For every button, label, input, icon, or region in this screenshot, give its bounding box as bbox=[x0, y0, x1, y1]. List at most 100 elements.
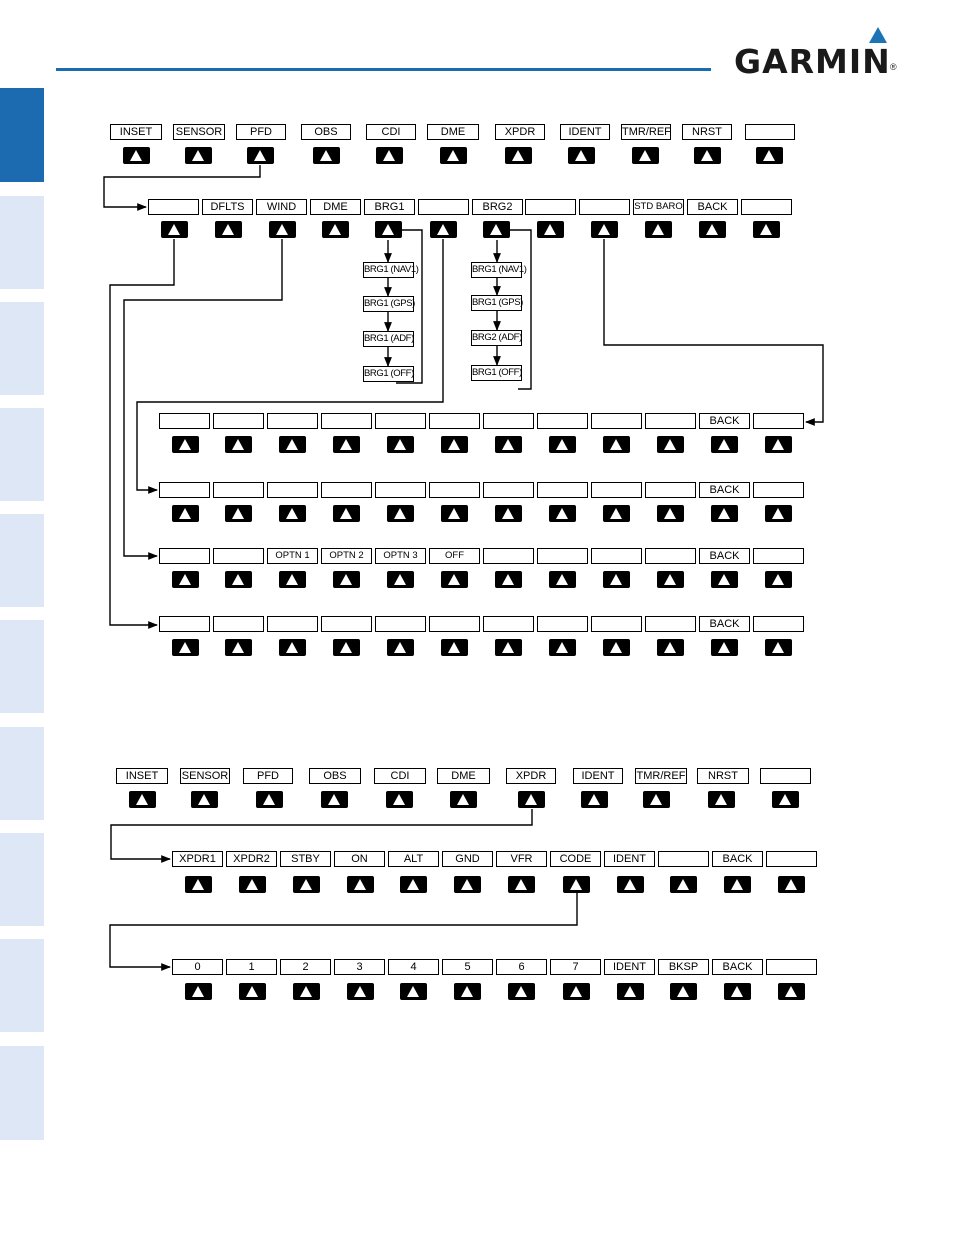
softkey-std-baro[interactable]: STD BARO bbox=[633, 199, 684, 215]
softkey-dflts[interactable]: DFLTS bbox=[202, 199, 253, 215]
softkey-cdi[interactable]: CDI bbox=[374, 768, 426, 784]
softkey-button-icon[interactable] bbox=[495, 505, 522, 522]
softkey-button-icon[interactable] bbox=[333, 571, 360, 588]
softkey-button-icon[interactable] bbox=[756, 147, 783, 164]
softkey-blank[interactable] bbox=[645, 548, 696, 564]
softkey-button-icon[interactable] bbox=[225, 436, 252, 453]
softkey-blank[interactable] bbox=[429, 482, 480, 498]
softkey-button-icon[interactable] bbox=[591, 221, 618, 238]
softkey-blank[interactable] bbox=[745, 124, 795, 140]
softkey-button-icon[interactable] bbox=[657, 436, 684, 453]
softkey-blank[interactable] bbox=[753, 616, 804, 632]
softkey-code[interactable]: CODE bbox=[550, 851, 601, 867]
softkey-optn-2[interactable]: OPTN 2 bbox=[321, 548, 372, 564]
softkey-blank[interactable] bbox=[375, 616, 426, 632]
softkey-optn-1[interactable]: OPTN 1 bbox=[267, 548, 318, 564]
softkey-button-icon[interactable] bbox=[347, 983, 374, 1000]
softkey-button-icon[interactable] bbox=[440, 147, 467, 164]
softkey-button-icon[interactable] bbox=[518, 791, 545, 808]
softkey-cdi[interactable]: CDI bbox=[366, 124, 416, 140]
softkey-brg1[interactable]: BRG1 bbox=[364, 199, 415, 215]
softkey-digit-4[interactable]: 4 bbox=[388, 959, 439, 975]
softkey-nrst[interactable]: NRST bbox=[697, 768, 749, 784]
softkey-button-icon[interactable] bbox=[632, 147, 659, 164]
softkey-digit-7[interactable]: 7 bbox=[550, 959, 601, 975]
softkey-blank[interactable] bbox=[483, 548, 534, 564]
softkey-button-icon[interactable] bbox=[549, 571, 576, 588]
softkey-digit-1[interactable]: 1 bbox=[226, 959, 277, 975]
softkey-xpdr[interactable]: XPDR bbox=[506, 768, 556, 784]
softkey-button-icon[interactable] bbox=[549, 505, 576, 522]
softkey-button-icon[interactable] bbox=[387, 436, 414, 453]
softkey-button-icon[interactable] bbox=[333, 436, 360, 453]
section-tab-8[interactable] bbox=[0, 833, 44, 926]
softkey-button-icon[interactable] bbox=[603, 436, 630, 453]
softkey-button-icon[interactable] bbox=[269, 221, 296, 238]
softkey-button-icon[interactable] bbox=[450, 791, 477, 808]
softkey-back[interactable]: BACK bbox=[712, 851, 763, 867]
softkey-button-icon[interactable] bbox=[430, 221, 457, 238]
softkey-tmr-ref[interactable]: TMR/REF bbox=[635, 768, 687, 784]
softkey-button-icon[interactable] bbox=[441, 571, 468, 588]
softkey-button-icon[interactable] bbox=[563, 983, 590, 1000]
softkey-blank[interactable] bbox=[429, 616, 480, 632]
softkey-blank[interactable] bbox=[645, 482, 696, 498]
softkey-button-icon[interactable] bbox=[617, 983, 644, 1000]
softkey-button-icon[interactable] bbox=[765, 436, 792, 453]
softkey-button-icon[interactable] bbox=[549, 639, 576, 656]
softkey-blank[interactable] bbox=[267, 413, 318, 429]
softkey-digit-0[interactable]: 0 bbox=[172, 959, 223, 975]
softkey-button-icon[interactable] bbox=[279, 505, 306, 522]
softkey-optn-3[interactable]: OPTN 3 bbox=[375, 548, 426, 564]
softkey-blank[interactable] bbox=[591, 548, 642, 564]
softkey-button-icon[interactable] bbox=[643, 791, 670, 808]
softkey-button-icon[interactable] bbox=[293, 983, 320, 1000]
softkey-back[interactable]: BACK bbox=[699, 482, 750, 498]
section-tab-9[interactable] bbox=[0, 939, 44, 1032]
section-tab-2[interactable] bbox=[0, 196, 44, 289]
softkey-blank[interactable] bbox=[760, 768, 811, 784]
section-tab-10[interactable] bbox=[0, 1046, 44, 1140]
softkey-button-icon[interactable] bbox=[185, 983, 212, 1000]
softkey-obs[interactable]: OBS bbox=[309, 768, 361, 784]
softkey-button-icon[interactable] bbox=[185, 147, 212, 164]
softkey-button-icon[interactable] bbox=[129, 791, 156, 808]
softkey-nrst[interactable]: NRST bbox=[682, 124, 732, 140]
softkey-button-icon[interactable] bbox=[454, 876, 481, 893]
softkey-button-icon[interactable] bbox=[711, 639, 738, 656]
softkey-back[interactable]: BACK bbox=[699, 548, 750, 564]
softkey-dme[interactable]: DME bbox=[310, 199, 361, 215]
softkey-blank[interactable] bbox=[741, 199, 792, 215]
softkey-button-icon[interactable] bbox=[387, 571, 414, 588]
softkey-button-icon[interactable] bbox=[256, 791, 283, 808]
softkey-button-icon[interactable] bbox=[563, 876, 590, 893]
softkey-blank[interactable] bbox=[591, 413, 642, 429]
softkey-blank[interactable] bbox=[159, 413, 210, 429]
softkey-blank[interactable] bbox=[429, 413, 480, 429]
softkey-pfd[interactable]: PFD bbox=[243, 768, 293, 784]
softkey-button-icon[interactable] bbox=[172, 639, 199, 656]
softkey-button-icon[interactable] bbox=[711, 571, 738, 588]
section-tab-6[interactable] bbox=[0, 620, 44, 713]
section-tab-7[interactable] bbox=[0, 727, 44, 820]
softkey-blank[interactable] bbox=[753, 482, 804, 498]
softkey-button-icon[interactable] bbox=[778, 983, 805, 1000]
softkey-button-icon[interactable] bbox=[293, 876, 320, 893]
softkey-blank[interactable] bbox=[418, 199, 469, 215]
softkey-button-icon[interactable] bbox=[375, 221, 402, 238]
softkey-button-icon[interactable] bbox=[454, 983, 481, 1000]
softkey-button-icon[interactable] bbox=[753, 221, 780, 238]
softkey-blank[interactable] bbox=[645, 413, 696, 429]
softkey-button-icon[interactable] bbox=[670, 983, 697, 1000]
softkey-blank[interactable] bbox=[579, 199, 630, 215]
softkey-xpdr[interactable]: XPDR bbox=[495, 124, 545, 140]
softkey-bksp[interactable]: BKSP bbox=[658, 959, 709, 975]
softkey-blank[interactable] bbox=[375, 482, 426, 498]
softkey-button-icon[interactable] bbox=[657, 571, 684, 588]
softkey-blank[interactable] bbox=[753, 548, 804, 564]
softkey-blank[interactable] bbox=[159, 548, 210, 564]
softkey-button-icon[interactable] bbox=[279, 436, 306, 453]
softkey-button-icon[interactable] bbox=[322, 221, 349, 238]
softkey-button-icon[interactable] bbox=[441, 436, 468, 453]
softkey-dme[interactable]: DME bbox=[437, 768, 490, 784]
